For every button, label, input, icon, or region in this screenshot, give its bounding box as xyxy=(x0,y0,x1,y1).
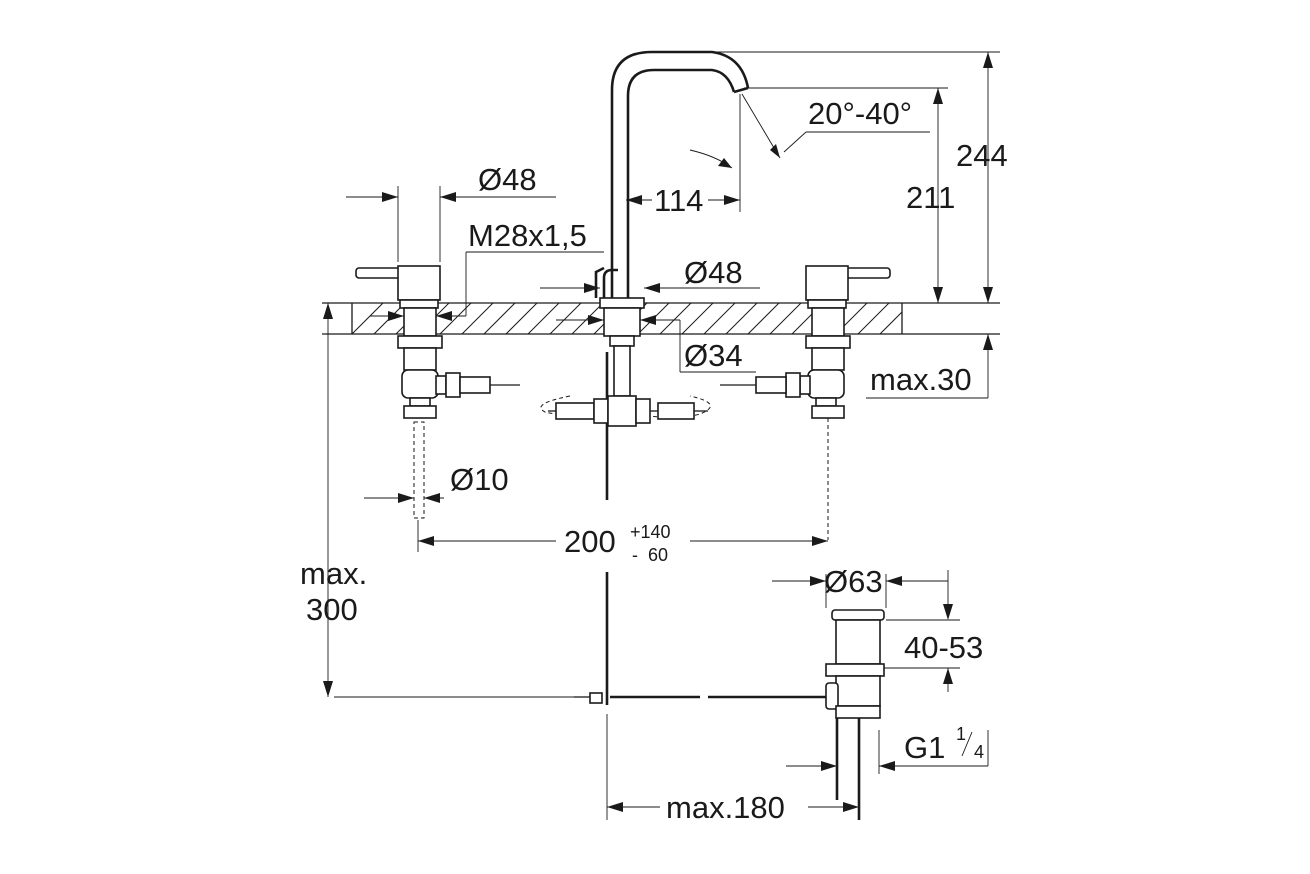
dimension-labels: Ø48 M28x1,5 114 20°-40° 244 211 Ø48 Ø34 … xyxy=(300,96,1008,825)
hatch-line xyxy=(527,302,560,335)
label-spacing-base: 200 xyxy=(564,524,616,559)
label-drain-thread: G1 xyxy=(904,730,945,765)
hatch-line xyxy=(571,302,604,335)
label-max-depth-line1: max. xyxy=(300,556,367,591)
hatch-line xyxy=(461,302,494,335)
spout xyxy=(594,50,750,500)
hatch-line xyxy=(703,302,736,335)
label-dia-34: Ø34 xyxy=(684,338,743,373)
dimension-lines xyxy=(327,51,1000,820)
label-drain-thread-numerator: 1 xyxy=(956,724,966,744)
pop-up-drain xyxy=(574,572,885,820)
label-max-depth-line2: 300 xyxy=(306,592,358,627)
label-swivel-angle: 20°-40° xyxy=(808,96,912,131)
label-height-total: 244 xyxy=(956,138,1008,173)
hatch-line xyxy=(769,302,802,335)
label-spacing-plus: +140 xyxy=(630,522,671,542)
dimension-arrows xyxy=(323,52,993,812)
mixing-manifold xyxy=(540,395,711,427)
label-dia-48-left: Ø48 xyxy=(478,162,537,197)
hatch-line xyxy=(351,302,384,335)
label-drain-offset: max.180 xyxy=(666,790,785,825)
hatch-line xyxy=(549,302,582,335)
hatch-line xyxy=(659,302,692,335)
hatch-line xyxy=(857,302,890,335)
hatch-line xyxy=(747,302,780,335)
hatch-line xyxy=(879,311,903,335)
label-drain-range: 40-53 xyxy=(904,630,983,665)
label-height-spout: 211 xyxy=(906,180,955,215)
label-deck-thickness: max.30 xyxy=(870,362,972,397)
label-thread: M28x1,5 xyxy=(468,218,587,253)
hatch-line xyxy=(725,302,758,335)
hatch-line xyxy=(483,302,516,335)
label-drain-thread-denominator: 4 xyxy=(974,742,984,762)
hatch-line xyxy=(505,302,538,335)
label-spacing-minus: - 60 xyxy=(632,545,668,565)
label-spout-reach: 114 xyxy=(654,183,703,218)
left-handle-valve xyxy=(355,265,520,519)
label-drain-diameter: Ø63 xyxy=(824,564,883,599)
right-handle-valve xyxy=(720,265,891,540)
label-dia-48-center: Ø48 xyxy=(684,255,743,290)
label-dia-10: Ø10 xyxy=(450,462,509,497)
hatch-line xyxy=(681,302,714,335)
